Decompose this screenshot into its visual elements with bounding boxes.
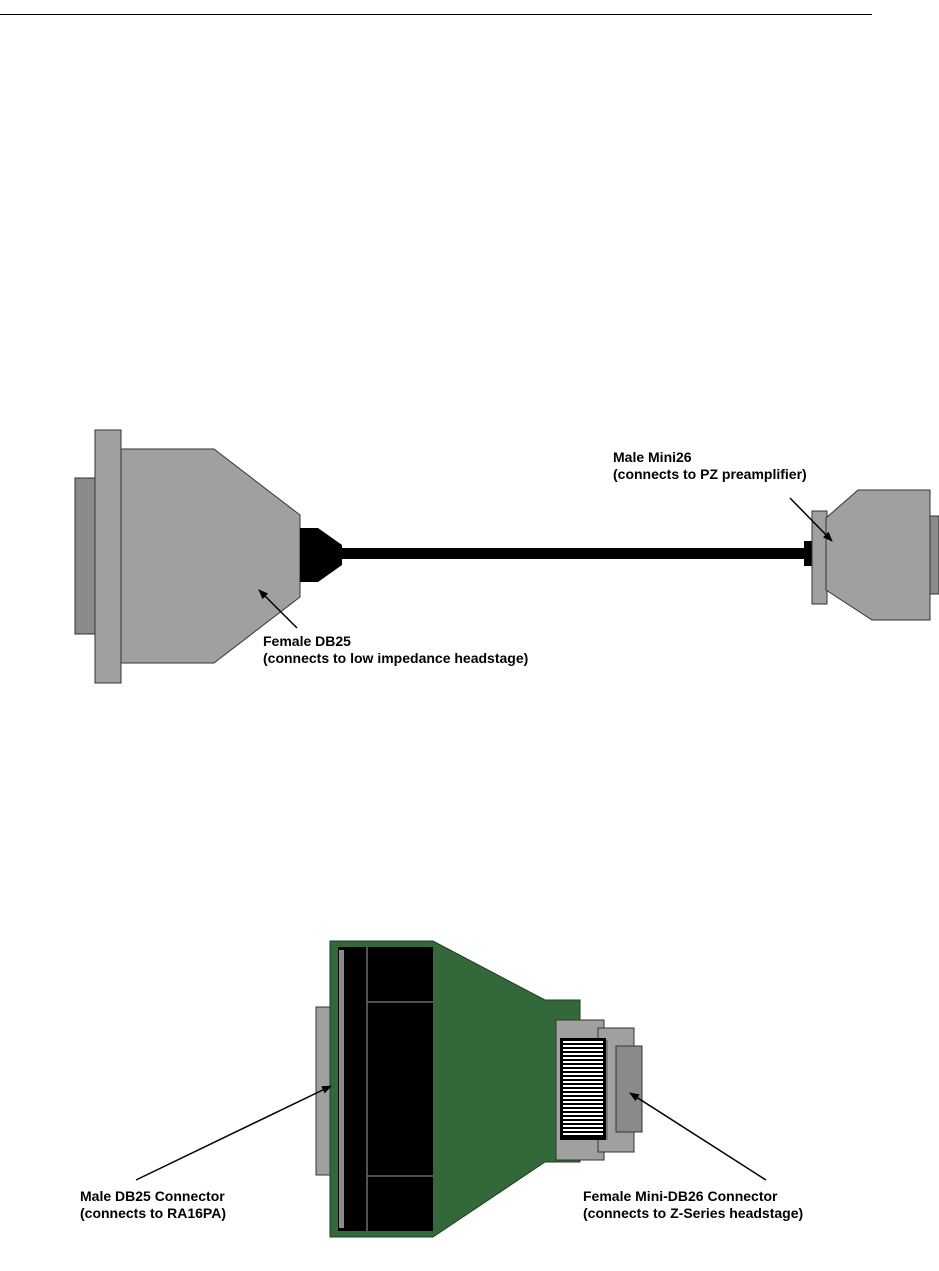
db25-backshell [120, 448, 301, 664]
mini-db26-pin [563, 1065, 603, 1067]
mini-db26-pin [563, 1085, 603, 1087]
db25-edge-strip [339, 950, 344, 1228]
mini-db26-pin [563, 1049, 603, 1051]
mini-db26-pin [563, 1129, 603, 1131]
mini-db26-pin [563, 1045, 603, 1047]
mini-db26-pin [563, 1073, 603, 1075]
db25-mounting-flange [94, 429, 122, 684]
mini-db26-pin [563, 1089, 603, 1091]
mini-db26-pin [563, 1113, 603, 1115]
mini-db26-pin [563, 1053, 603, 1055]
mini-db26-pin [563, 1125, 603, 1127]
header-rule [0, 14, 872, 15]
female-db25-connector [74, 429, 301, 684]
female-db25-description: (connects to low impedance headstage) [263, 650, 529, 666]
mini-db26-pin [563, 1041, 603, 1043]
db25-body [338, 947, 433, 1231]
male-db25-connector-label: Male DB25 Connector (connects to RA16PA) [80, 1188, 226, 1222]
adapter-diagram [135, 940, 767, 1238]
female-mini-db26-arrow [629, 1092, 767, 1181]
mini-db26-pin [563, 1097, 603, 1099]
mini-db26-face [615, 1045, 643, 1133]
mini-db26-pin [563, 1121, 603, 1123]
male-db25-connector-name: Male DB25 Connector [80, 1188, 225, 1204]
mini26-body [825, 489, 931, 621]
female-db25-label: Female DB25 (connects to low impedance h… [263, 633, 528, 667]
female-mini-db26-connector [555, 1019, 643, 1161]
mini26-pin-block [929, 515, 939, 595]
mini-db26-pin [563, 1057, 603, 1059]
mini-db26-pin [563, 1081, 603, 1083]
mini-db26-pin [563, 1069, 603, 1071]
mini-db26-pin [563, 1105, 603, 1107]
mini-db26-pin [563, 1101, 603, 1103]
female-mini-db26-label: Female Mini-DB26 Connector (connects to … [583, 1188, 803, 1222]
mini-db26-pins [563, 1041, 603, 1135]
male-mini26-connector [811, 489, 939, 621]
male-db25-connector [338, 947, 433, 1231]
mini-db26-pin [563, 1061, 603, 1063]
mini-db26-pin [563, 1109, 603, 1111]
female-mini-db26-name: Female Mini-DB26 Connector [583, 1188, 778, 1204]
male-mini26-label: Male Mini26 (connects to PZ preamplifier… [613, 449, 807, 483]
female-db25-arrow [258, 589, 298, 629]
male-mini26-description: (connects to PZ preamplifier) [613, 466, 807, 482]
mini-db26-pin [563, 1093, 603, 1095]
female-mini-db26-description: (connects to Z-Series headstage) [583, 1205, 804, 1221]
male-mini26-name: Male Mini26 [613, 449, 692, 465]
mini-db26-pin [563, 1117, 603, 1119]
male-db25-arrow [135, 1085, 332, 1181]
mini26-clip [811, 510, 828, 605]
mini-db26-pin [563, 1077, 603, 1079]
cable-diagram [74, 429, 939, 684]
cable-strain-relief [300, 528, 342, 582]
mini-db26-pin [563, 1133, 603, 1135]
male-db25-connector-description: (connects to RA16PA) [80, 1205, 226, 1221]
male-mini26-arrow [789, 497, 833, 542]
cable-wire [340, 548, 812, 559]
female-db25-name: Female DB25 [263, 633, 351, 649]
